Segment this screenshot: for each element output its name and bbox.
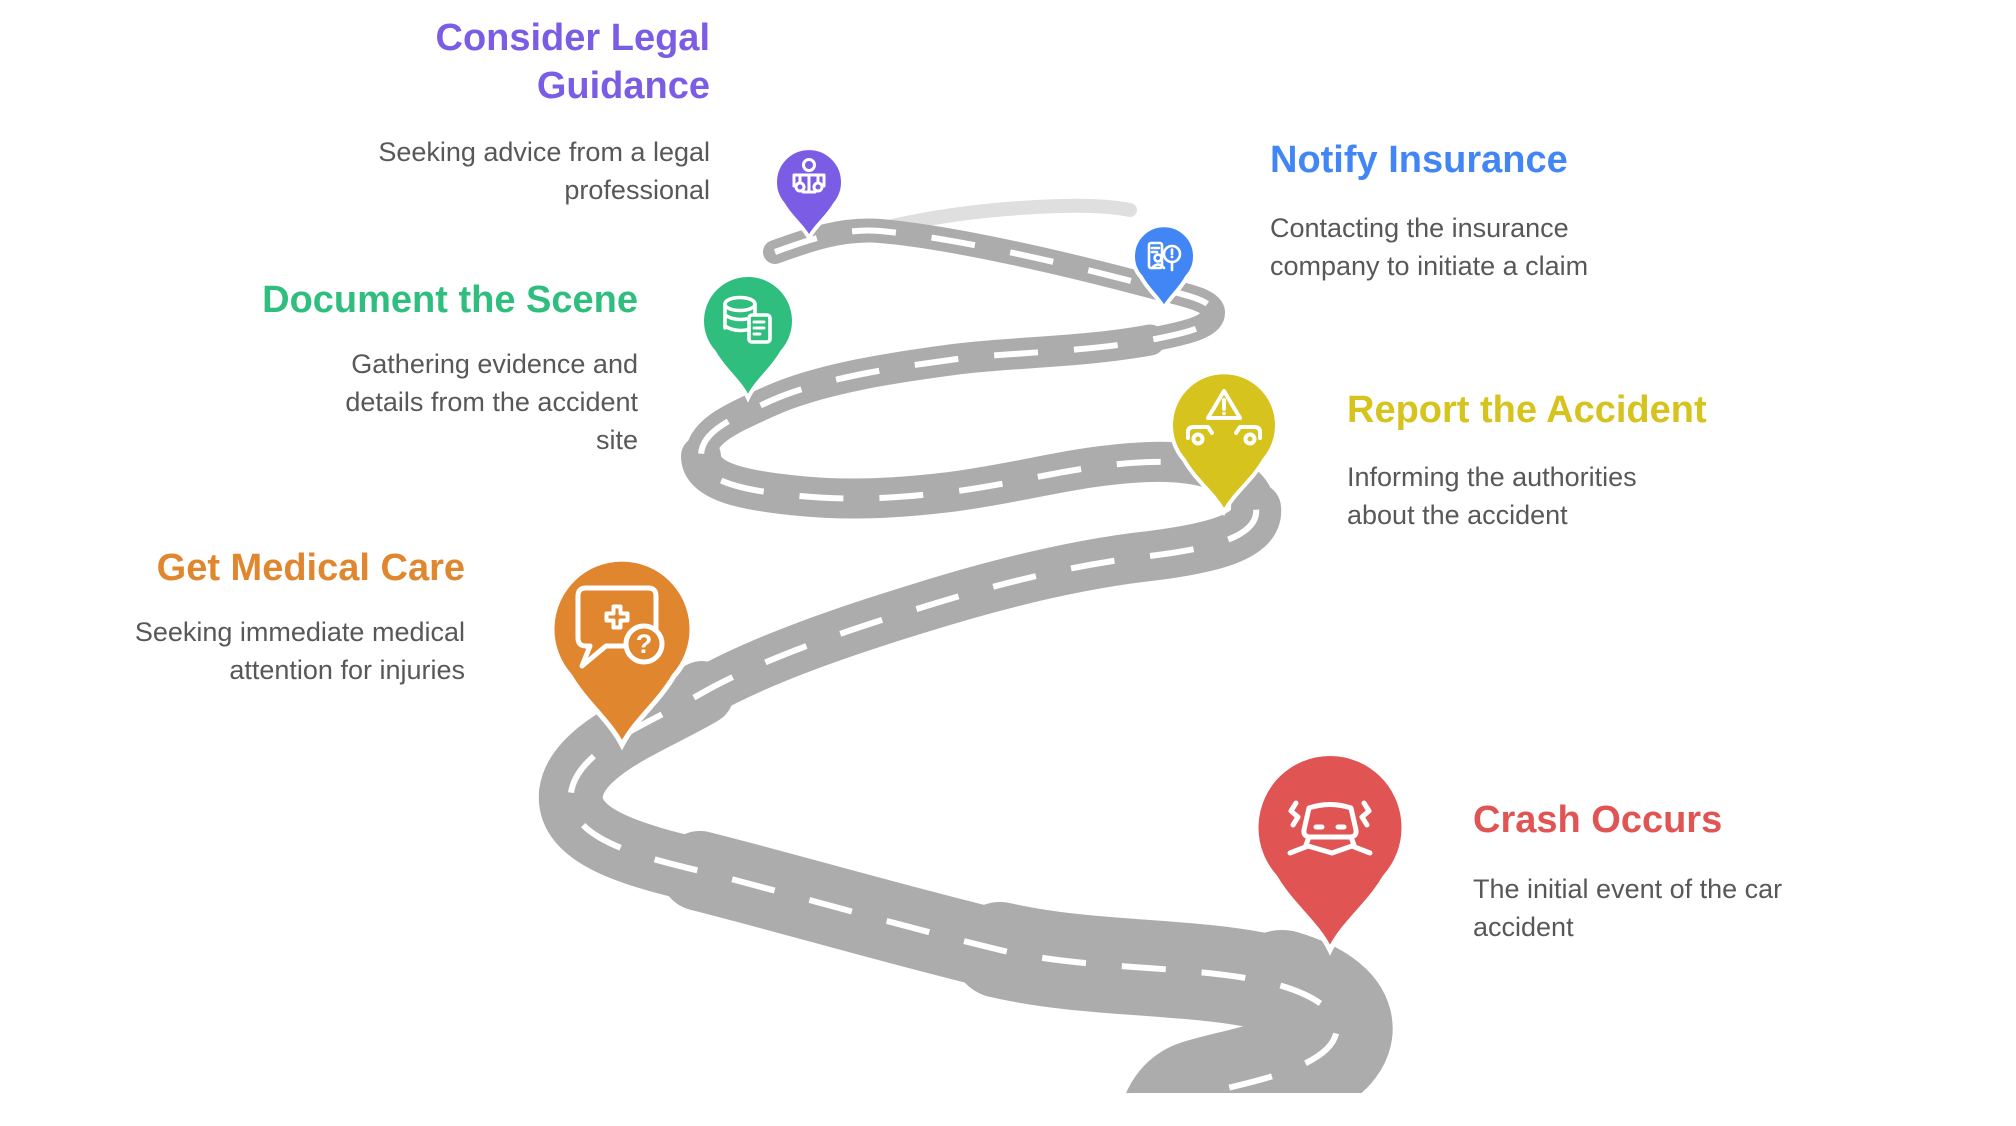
road xyxy=(538,218,1393,1126)
step-title-get-medical-care: Get Medical Care xyxy=(156,547,465,589)
road-centerline xyxy=(567,227,1340,1126)
collision-warning-icon xyxy=(1186,389,1262,446)
pin-crash-occurs xyxy=(1253,750,1407,956)
step-title-report-the-accident: Report the Accident xyxy=(1347,389,1707,431)
step-desc-get-medical-care: Seeking immediate medical attention for … xyxy=(134,617,465,685)
step-desc-document-the-scene: Gathering evidence and details from the … xyxy=(345,349,638,455)
step-title-notify-insurance: Notify Insurance xyxy=(1270,139,1568,181)
step-desc-notify-insurance: Contacting the insurance company to init… xyxy=(1270,213,1589,281)
step-desc-crash-occurs: The initial event of the car accident xyxy=(1473,874,1783,942)
step-desc-consider-legal-guidance: Seeking advice from a legal professional xyxy=(378,137,710,205)
road-faded-end xyxy=(865,198,1137,238)
step-title-crash-occurs: Crash Occurs xyxy=(1473,799,1723,841)
pin-get-medical-care: ? xyxy=(549,556,695,751)
legal-scales-icon xyxy=(792,158,826,194)
step-title-consider-legal-guidance: Consider Legal Guidance xyxy=(435,17,711,107)
step-title-document-the-scene: Document the Scene xyxy=(262,279,638,321)
pin-report-the-accident xyxy=(1169,370,1279,517)
road-bottom-cut xyxy=(980,1093,1520,1126)
medical-help-bubble-icon: ? xyxy=(575,585,665,669)
pin-notify-insurance xyxy=(1131,223,1197,313)
pin-consider-legal-guidance xyxy=(773,146,845,243)
evidence-database-icon xyxy=(723,295,772,344)
insurance-claim-icon xyxy=(1147,241,1182,272)
pin-document-the-scene xyxy=(700,273,796,403)
svg-text:?: ? xyxy=(636,629,653,659)
step-desc-report-the-accident: Informing the authorities about the acci… xyxy=(1347,462,1637,530)
crashed-car-icon xyxy=(1287,800,1373,856)
